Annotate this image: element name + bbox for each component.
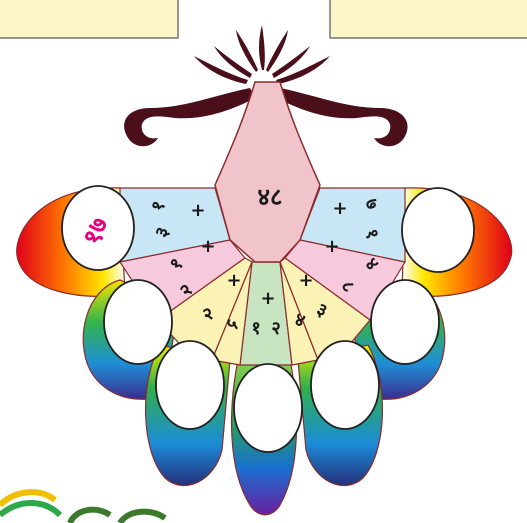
pair-1-op: + bbox=[190, 200, 205, 221]
pair-3-op: + bbox=[226, 270, 241, 291]
pair-4-b: २ bbox=[271, 318, 280, 339]
answer-oval-2 bbox=[104, 280, 172, 364]
pair-2-op: + bbox=[200, 236, 215, 257]
center-number: ४८ bbox=[258, 183, 283, 211]
bottom-decoration bbox=[0, 492, 165, 523]
pair-6-op: + bbox=[324, 236, 339, 257]
answer-oval-3 bbox=[156, 341, 224, 429]
answer-oval-6 bbox=[371, 280, 439, 364]
answer-oval-7 bbox=[402, 188, 474, 272]
top-right-box bbox=[330, 0, 527, 38]
pair-5-op: + bbox=[298, 270, 313, 291]
pair-7-op: + bbox=[332, 198, 347, 219]
top-left-box bbox=[0, 0, 178, 38]
answer-oval-5 bbox=[311, 341, 379, 429]
answer-oval-4 bbox=[234, 364, 302, 452]
pair-4-a: १ bbox=[251, 318, 260, 339]
pair-4-op: + bbox=[260, 288, 275, 309]
